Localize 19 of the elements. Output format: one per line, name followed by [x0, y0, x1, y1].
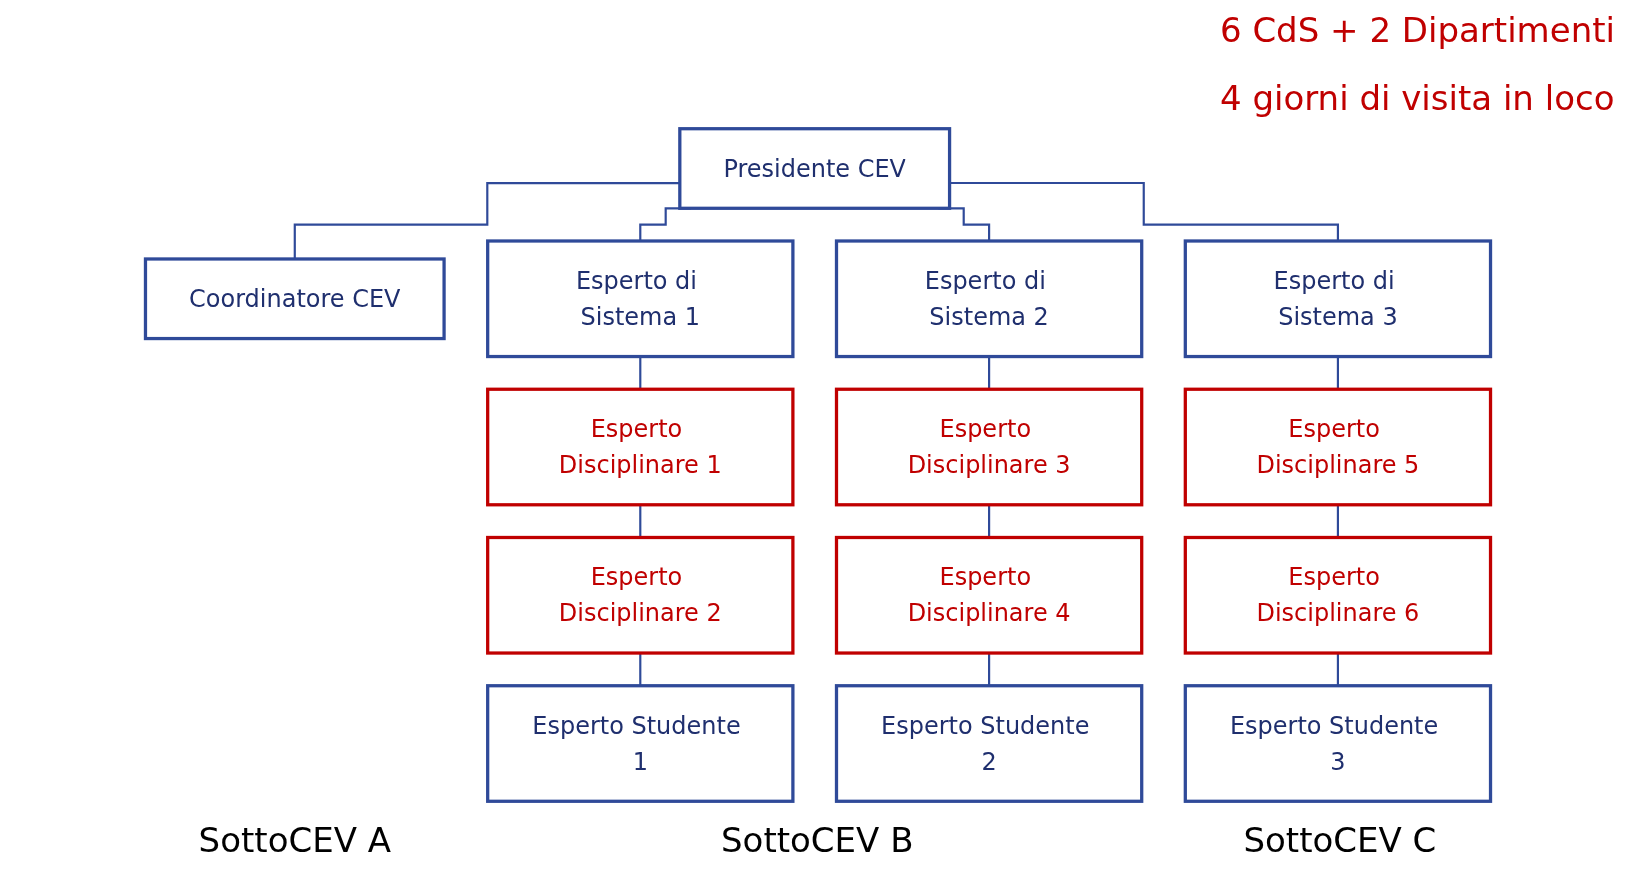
node-box: Esperto Disciplinare 4	[834, 535, 1143, 655]
node-box: Presidente CEV	[677, 127, 951, 210]
node-box: Coordinatore CEV	[143, 257, 446, 341]
group-caption: SottoCEV C	[1243, 820, 1437, 860]
note-text: 4 giorni di visita in loco	[1219, 78, 1615, 118]
note-text: 6 CdS + 2 Dipartimenti	[1219, 10, 1615, 50]
node-box: Esperto Disciplinare 2	[485, 535, 795, 655]
node-box: Esperto di Sistema 2	[834, 239, 1143, 359]
node-box: Esperto Disciplinare 6	[1183, 535, 1492, 655]
node-box: Esperto Studente 3	[1183, 684, 1492, 803]
node-box: Esperto Studente 1	[485, 684, 795, 803]
group-caption: SottoCEV B	[721, 820, 914, 860]
node-box: Esperto Disciplinare 5	[1183, 387, 1492, 507]
group-caption: SottoCEV A	[198, 820, 391, 860]
node-box: Esperto Disciplinare 3	[834, 387, 1143, 507]
node-box: Esperto di Sistema 3	[1183, 239, 1492, 359]
node-box: Esperto Studente 2	[834, 684, 1143, 803]
node-box: Esperto di Sistema 1	[485, 239, 795, 359]
node-box: Esperto Disciplinare 1	[485, 387, 795, 507]
